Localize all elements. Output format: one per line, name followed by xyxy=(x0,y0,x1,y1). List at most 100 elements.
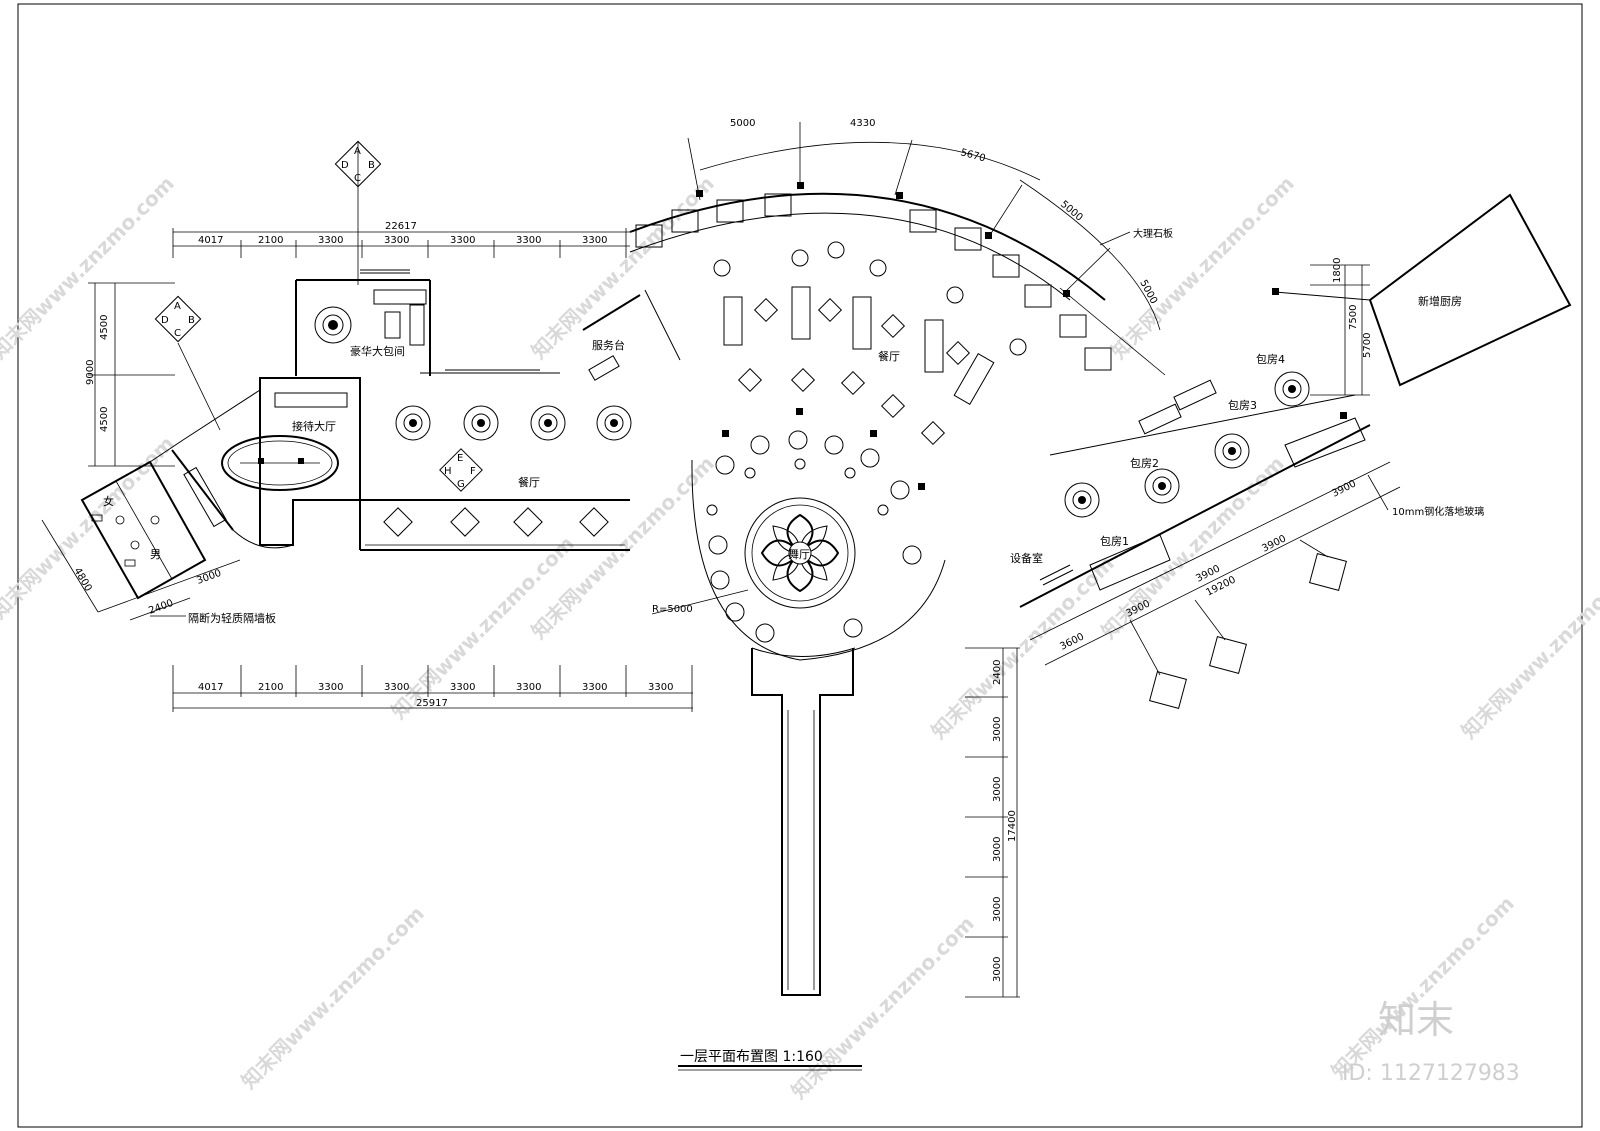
watermark: 知末网www.znzmo.com xyxy=(1457,551,1600,743)
dim-bottom-seg: 3300 xyxy=(318,682,343,693)
dim-vert-seg: 3000 xyxy=(992,957,1003,982)
private-room-3-label: 包房3 xyxy=(1228,399,1257,412)
entry-corridor xyxy=(751,648,854,996)
dim-bottom-seg: 3300 xyxy=(582,682,607,693)
dim-bottom-total: 25917 xyxy=(416,698,448,709)
index-letter: E xyxy=(457,453,463,464)
dim-vert-seg: 3000 xyxy=(992,837,1003,862)
private-room-1-label: 包房1 xyxy=(1100,535,1129,548)
service-desk: 服务台 xyxy=(582,289,681,381)
new-kitchen: 1800 5700 7500 新增厨房 xyxy=(1274,193,1572,396)
dim-top-total: 22617 xyxy=(385,221,417,232)
dim-arc-1: 5000 xyxy=(730,118,755,129)
dim-right-seg: 3900 xyxy=(1260,533,1288,554)
dim-vert-seg: 3000 xyxy=(992,777,1003,802)
index-letter: B xyxy=(368,160,375,171)
dim-kitchen-2: 5700 xyxy=(1362,333,1373,358)
watermark: 知末网www.znzmo.com xyxy=(1327,891,1519,1083)
bottom-dimension-chain: 4017 2100 3300 3300 3300 3300 3300 3300 … xyxy=(172,665,693,712)
private-room-2-label: 包房2 xyxy=(1130,457,1159,470)
dim-top-seg: 3300 xyxy=(318,235,343,246)
dim-top-seg: 2100 xyxy=(258,235,283,246)
structural-columns xyxy=(258,182,1347,490)
dining-center-label: 餐厅 xyxy=(878,349,900,363)
index-letter: C xyxy=(174,328,181,339)
dim-top-seg: 4017 xyxy=(198,235,223,246)
watermark: 知末网www.znzmo.com xyxy=(787,911,979,1103)
dance-tables xyxy=(706,430,922,643)
index-symbol xyxy=(1129,619,1187,709)
watermark: 知末网www.znzmo.com xyxy=(527,171,719,363)
luxury-room-label: 豪华大包间 xyxy=(350,344,405,358)
toilet-male-label: 男 xyxy=(150,548,161,561)
reception-hall-label: 接待大厅 xyxy=(292,419,336,433)
dim-bottom-seg: 3300 xyxy=(648,682,673,693)
dim-vert-seg: 3000 xyxy=(992,717,1003,742)
radius-note: R=5000 xyxy=(652,604,693,615)
left-dimension-chain: 9000 4500 4500 xyxy=(85,282,175,467)
dim-bottom-seg: 3300 xyxy=(384,682,409,693)
arc-walls: 5000 4330 5670 5000 5000 大理石板 xyxy=(629,118,1173,376)
index-symbol: A B C D xyxy=(334,140,382,285)
booth-tables xyxy=(635,193,1112,371)
dim-toilet-a: 4800 xyxy=(71,566,93,594)
drawing-title: 一层平面布置图 1:160 xyxy=(680,1049,823,1065)
glass-note: 10mm钢化落地玻璃 xyxy=(1392,505,1484,518)
watermark-group: 知末网www.znzmo.com 知末网www.znzmo.com 知末网www… xyxy=(0,171,1600,1103)
dim-left-total: 9000 xyxy=(85,360,96,385)
title-block: 一层平面布置图 1:160 xyxy=(678,1049,862,1071)
watermark: 知末网www.znzmo.com xyxy=(927,551,1119,743)
dim-vert-total: 17400 xyxy=(1007,810,1018,842)
dim-toilet-c: 2400 xyxy=(147,598,175,617)
dim-right-seg: 3600 xyxy=(1058,631,1086,652)
index-letter: A xyxy=(354,146,361,157)
dim-arc-5: 5000 xyxy=(1137,278,1159,306)
watermark: 知末网www.znzmo.com xyxy=(237,901,429,1093)
reception-furniture: 接待大厅 xyxy=(183,392,348,528)
dim-top-seg: 3300 xyxy=(450,235,475,246)
index-letter: F xyxy=(470,466,476,477)
index-letter: D xyxy=(341,160,349,171)
index-letter: H xyxy=(444,466,452,477)
dining-center: 餐厅 xyxy=(713,241,1027,446)
index-symbol xyxy=(1299,539,1347,591)
dim-left-seg: 4500 xyxy=(99,315,110,340)
private-rooms: 包房1 包房2 包房3 包房4 xyxy=(1064,353,1310,548)
index-letter: B xyxy=(188,315,195,326)
dim-vert-seg: 3000 xyxy=(992,897,1003,922)
dim-arc-2: 4330 xyxy=(850,118,875,129)
index-symbol: A B C D xyxy=(154,295,221,431)
dim-right-seg: 3900 xyxy=(1330,478,1358,499)
left-wing-walls xyxy=(149,269,630,551)
top-dimension-chain: 22617 4017 2100 3300 3300 3300 3300 3300 xyxy=(172,221,630,258)
dim-arc-3: 5670 xyxy=(959,147,986,164)
index-symbol: E F G H xyxy=(439,448,483,492)
luxury-room: 豪华大包间 xyxy=(314,289,427,358)
dim-bottom-seg: 2100 xyxy=(258,682,283,693)
dim-top-seg: 3300 xyxy=(384,235,409,246)
drawing-frame xyxy=(17,3,1583,1128)
dim-vert-seg: 2400 xyxy=(992,660,1003,685)
index-letter: A xyxy=(174,301,181,312)
dim-toilet-b: 3000 xyxy=(195,568,223,587)
dim-arc-4: 5000 xyxy=(1058,199,1085,224)
vertical-dimension-chain: 2400 3000 3000 3000 3000 3000 17400 xyxy=(965,647,1020,998)
dim-left-seg: 4500 xyxy=(99,407,110,432)
private-room-4-label: 包房4 xyxy=(1256,353,1285,366)
dance-floor: 舞厅 R=5000 xyxy=(651,459,946,661)
stone-note: 大理石板 xyxy=(1133,227,1173,240)
index-letter: D xyxy=(161,315,169,326)
brand-id: ID: 1127127983 xyxy=(1342,1061,1520,1086)
index-letter: C xyxy=(354,173,361,184)
dining-left: 餐厅 xyxy=(383,405,632,537)
dim-top-seg: 3300 xyxy=(582,235,607,246)
watermark: 知末网www.znzmo.com xyxy=(1107,171,1299,363)
new-kitchen-label: 新增厨房 xyxy=(1418,294,1462,308)
dance-hall-label: 舞厅 xyxy=(788,548,810,561)
dim-bottom-seg: 3300 xyxy=(450,682,475,693)
equipment-room-label: 设备室 xyxy=(1010,551,1043,565)
toilet-female-label: 女 xyxy=(103,494,114,508)
watermark: 知末网www.znzmo.com xyxy=(0,171,179,363)
partition-note: 隔断为轻质隔墙板 xyxy=(188,611,276,625)
